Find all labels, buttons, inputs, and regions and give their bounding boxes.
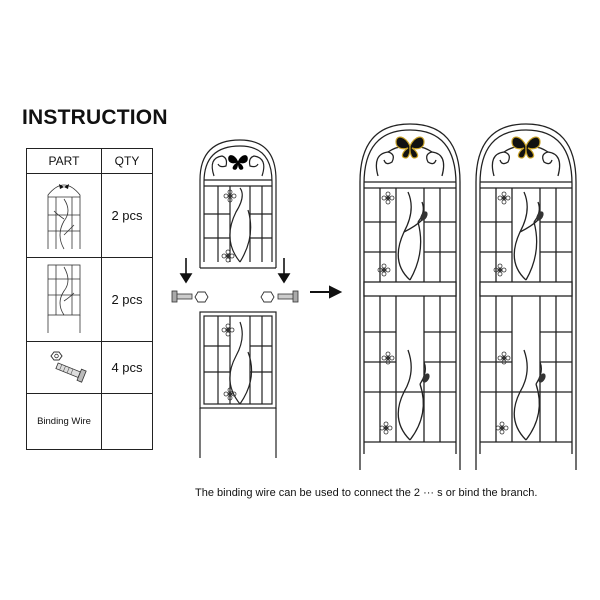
nut-icon [50, 351, 63, 361]
table-row: 4 pcs [26, 341, 153, 394]
down-arrow-icon [179, 258, 193, 284]
nut-icon [260, 291, 275, 303]
page-title: INSTRUCTION [22, 106, 168, 129]
header-part: PART [26, 148, 102, 174]
top-panel-thumbnail [47, 184, 81, 250]
butterfly-icon [395, 136, 425, 159]
assembled-trellis-left [360, 124, 460, 470]
butterfly-icon [59, 184, 69, 189]
table-header-row: PART QTY [26, 148, 153, 174]
part-bolt-cell [26, 341, 102, 394]
bolt-icon [277, 290, 299, 303]
qty-bottom-panel: 2 pcs [101, 257, 153, 342]
parts-table: PART QTY 2 pcs [26, 148, 153, 450]
header-qty: QTY [101, 148, 153, 174]
bolt-icon [171, 290, 193, 303]
bolt-icon [55, 362, 87, 383]
qty-top-panel: 2 pcs [101, 173, 153, 258]
nut-icon [194, 291, 209, 303]
bottom-panel-thumbnail [47, 264, 81, 333]
part-bottom-panel-cell [26, 257, 102, 342]
bottom-panel-exploded [199, 311, 277, 458]
top-panel-exploded [199, 139, 277, 269]
down-arrow-icon [277, 258, 291, 284]
right-arrow-icon [310, 285, 343, 299]
table-row: Binding Wire [26, 393, 153, 450]
butterfly-icon [511, 136, 541, 159]
butterfly-icon [228, 155, 248, 170]
part-top-panel-cell [26, 173, 102, 258]
flower-icon [221, 249, 235, 263]
flower-icon [221, 323, 235, 337]
bolt-nut-thumbnail [50, 351, 87, 383]
table-row: 2 pcs [26, 257, 153, 342]
qty-binding-wire [101, 393, 153, 450]
table-row: 2 pcs [26, 173, 153, 258]
binding-wire-note: The binding wire can be used to connect … [195, 487, 538, 499]
assembled-trellis-right [476, 124, 576, 470]
